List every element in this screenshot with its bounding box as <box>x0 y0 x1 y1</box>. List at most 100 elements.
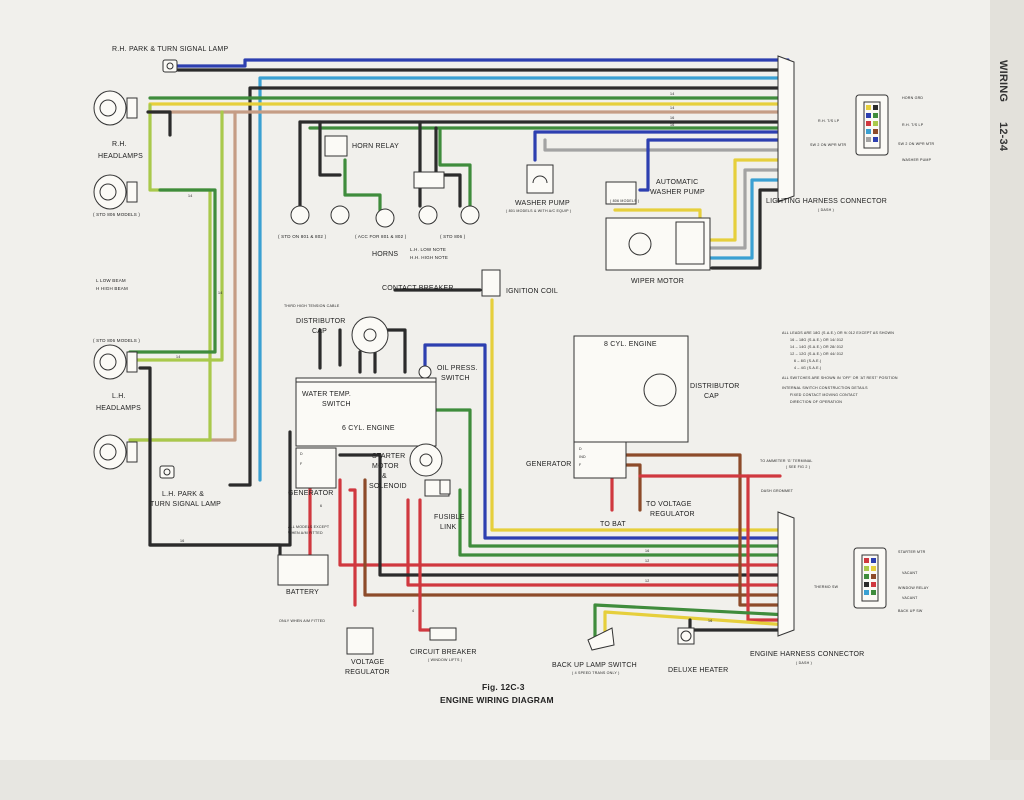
engine-pin-2: WINDOW RELAY <box>898 586 929 590</box>
label-backup-note: ( 4 SPEED TRANS ONLY ) <box>572 671 620 675</box>
gauge-4: 14 <box>188 194 192 198</box>
label-std-806-2: ( STD 806 MODELS ) <box>93 338 140 343</box>
oil-press-switch-symbol <box>418 365 432 379</box>
label-only-am: ONLY WHEN A/M FITTED <box>279 619 325 623</box>
wire-red-1 <box>338 478 790 567</box>
page-header: WIRING 12-34 <box>997 60 1009 152</box>
page-header-section: WIRING <box>997 60 1009 102</box>
engine-harness-connector <box>777 511 795 637</box>
engine-pin-1: VACANT <box>902 571 918 575</box>
label-horns: HORNS <box>372 251 398 258</box>
label-circuit-breaker-note: ( WINDOW LIFTS ) <box>428 658 462 662</box>
wire-horn-3 <box>343 158 382 212</box>
label-dist2-1: DISTRIBUTOR <box>690 383 740 390</box>
wire-black-battery <box>148 543 282 557</box>
engine-pin-5: THERMO SW <box>814 585 839 589</box>
wire-green-engine <box>458 488 790 557</box>
page-binding-edge <box>990 0 1024 800</box>
engine-pin-3: VACANT <box>902 596 918 600</box>
label-starter-3: & <box>382 473 387 480</box>
label-low-beam: L LOW BEAM <box>96 278 126 283</box>
lighting-pin-0: HORN GRD <box>902 96 923 100</box>
label-term-ind-r: IND <box>579 455 586 459</box>
label-to-voltage-2: REGULATOR <box>650 511 695 518</box>
label-eight-cyl: 8 CYL. ENGINE <box>604 341 657 348</box>
wires <box>128 58 790 642</box>
label-auto-washer-2: WASHER PUMP <box>650 189 705 196</box>
label-term-f-r: F <box>579 463 582 467</box>
label-water-temp-1: WATER TEMP. <box>302 391 351 398</box>
lighting-pin-1: R.H. T/S LP <box>818 119 840 123</box>
wire-blue-oil <box>423 343 790 540</box>
wire-tan-head <box>128 110 237 442</box>
wire-red-2 <box>348 488 357 607</box>
wire-horn-5 <box>434 126 462 208</box>
gauge-5: 14 <box>176 355 180 359</box>
label-generator-left: GENERATOR <box>288 490 334 497</box>
wire-brown-gen <box>618 453 790 607</box>
horn-relay-box <box>324 135 348 157</box>
wire-sky-top <box>258 76 790 482</box>
label-high-beam: H HIGH BEAM <box>96 286 128 291</box>
note-3: 12 – 12G (S.A.E.) OR 44/.012 <box>790 352 843 356</box>
label-lh-head-2: HEADLAMPS <box>96 405 141 412</box>
wire-blue-washer <box>533 130 790 162</box>
wire-red-3 <box>406 498 790 587</box>
gauge-8: 12 <box>645 559 649 563</box>
label-models-except-2: WHEN A/M FITTED <box>288 531 323 535</box>
engine-connector-plug <box>853 547 887 609</box>
label-horn-low: L.H. LOW NOTE <box>410 247 446 252</box>
page-bottom-shade <box>0 760 1024 800</box>
label-battery: BATTERY <box>286 589 319 596</box>
label-horn-relay: HORN RELAY <box>352 143 399 150</box>
lighting-connector-plug <box>855 94 889 156</box>
label-fusible-2: LINK <box>440 524 456 531</box>
label-lighting-conn-note: ( DASH ) <box>818 208 834 212</box>
six-cyl-engine-box <box>295 377 437 447</box>
figure-title: ENGINE WIRING DIAGRAM <box>440 695 554 705</box>
wire-brown-1 <box>363 478 790 597</box>
label-oil-press-1: OIL PRESS. <box>437 365 478 372</box>
lh-headlamp-upper <box>93 344 138 380</box>
wiper-switch-box <box>675 221 705 265</box>
label-horn-std806: ( STD 806 ) <box>440 234 466 239</box>
gauge-10: 16 <box>645 549 649 553</box>
label-rh-park: R.H. PARK & TURN SIGNAL LAMP <box>112 46 228 53</box>
note-1: 16 – 18G (S.A.E.) OR 14/.012 <box>790 338 843 342</box>
page-header-page: 12-34 <box>997 122 1009 152</box>
gauge-13: 4 <box>412 609 414 613</box>
note-4: 6 – 8G (S.A.E.) <box>794 359 821 363</box>
wire-black-lh-park <box>228 86 790 487</box>
label-deluxe-heater: DELUXE HEATER <box>668 667 728 674</box>
wire-black-wiper <box>710 188 790 270</box>
label-term-d: D <box>300 452 303 456</box>
wire-horn-6 <box>438 128 472 208</box>
wire-grey-wiper <box>708 168 790 250</box>
label-auto-washer-note: ( 806 MODELS ) <box>610 199 639 203</box>
label-starter-2: MOTOR <box>372 463 399 470</box>
label-auto-washer-1: AUTOMATIC <box>656 179 698 186</box>
note-9: DIRECTION OF OPERATION <box>790 400 842 404</box>
lighting-pin-3: SW 2 ON WPR MTR <box>810 143 847 147</box>
fusible-link-box <box>439 479 451 495</box>
label-water-temp-2: SWITCH <box>322 401 351 408</box>
gauge-3: 16 <box>670 123 674 127</box>
label-std-806-1: ( STD 806 MODELS ) <box>93 212 140 217</box>
label-six-cyl: 6 CYL. ENGINE <box>342 425 395 432</box>
voltage-regulator-box <box>346 627 374 655</box>
label-engine-conn: ENGINE HARNESS CONNECTOR <box>750 651 864 658</box>
wire-dist-3 <box>383 328 407 374</box>
label-to-bat: TO BAT <box>600 521 626 528</box>
label-voltage-reg-2: REGULATOR <box>345 669 390 676</box>
label-horn-acc: ( ACC FOR 801 & 802 ) <box>355 234 407 239</box>
note-7: INTERNAL SWITCH CONSTRUCTION DETAILS <box>782 386 868 390</box>
label-contact-breaker: CONTACT BREAKER <box>382 285 454 292</box>
label-to-voltage-1: TO VOLTAGE <box>646 501 692 508</box>
wire-blue-auto-washer <box>638 138 790 192</box>
note-0: ALL LEADS ARE 18G (S.A.E.) OR 9/.012 EXC… <box>782 331 894 335</box>
label-starter-1: STARTER <box>372 453 405 460</box>
label-backup-switch: BACK UP LAMP SWITCH <box>552 662 637 669</box>
washer-pump-symbol <box>532 175 548 184</box>
figure-number: Fig. 12C-3 <box>482 682 525 692</box>
